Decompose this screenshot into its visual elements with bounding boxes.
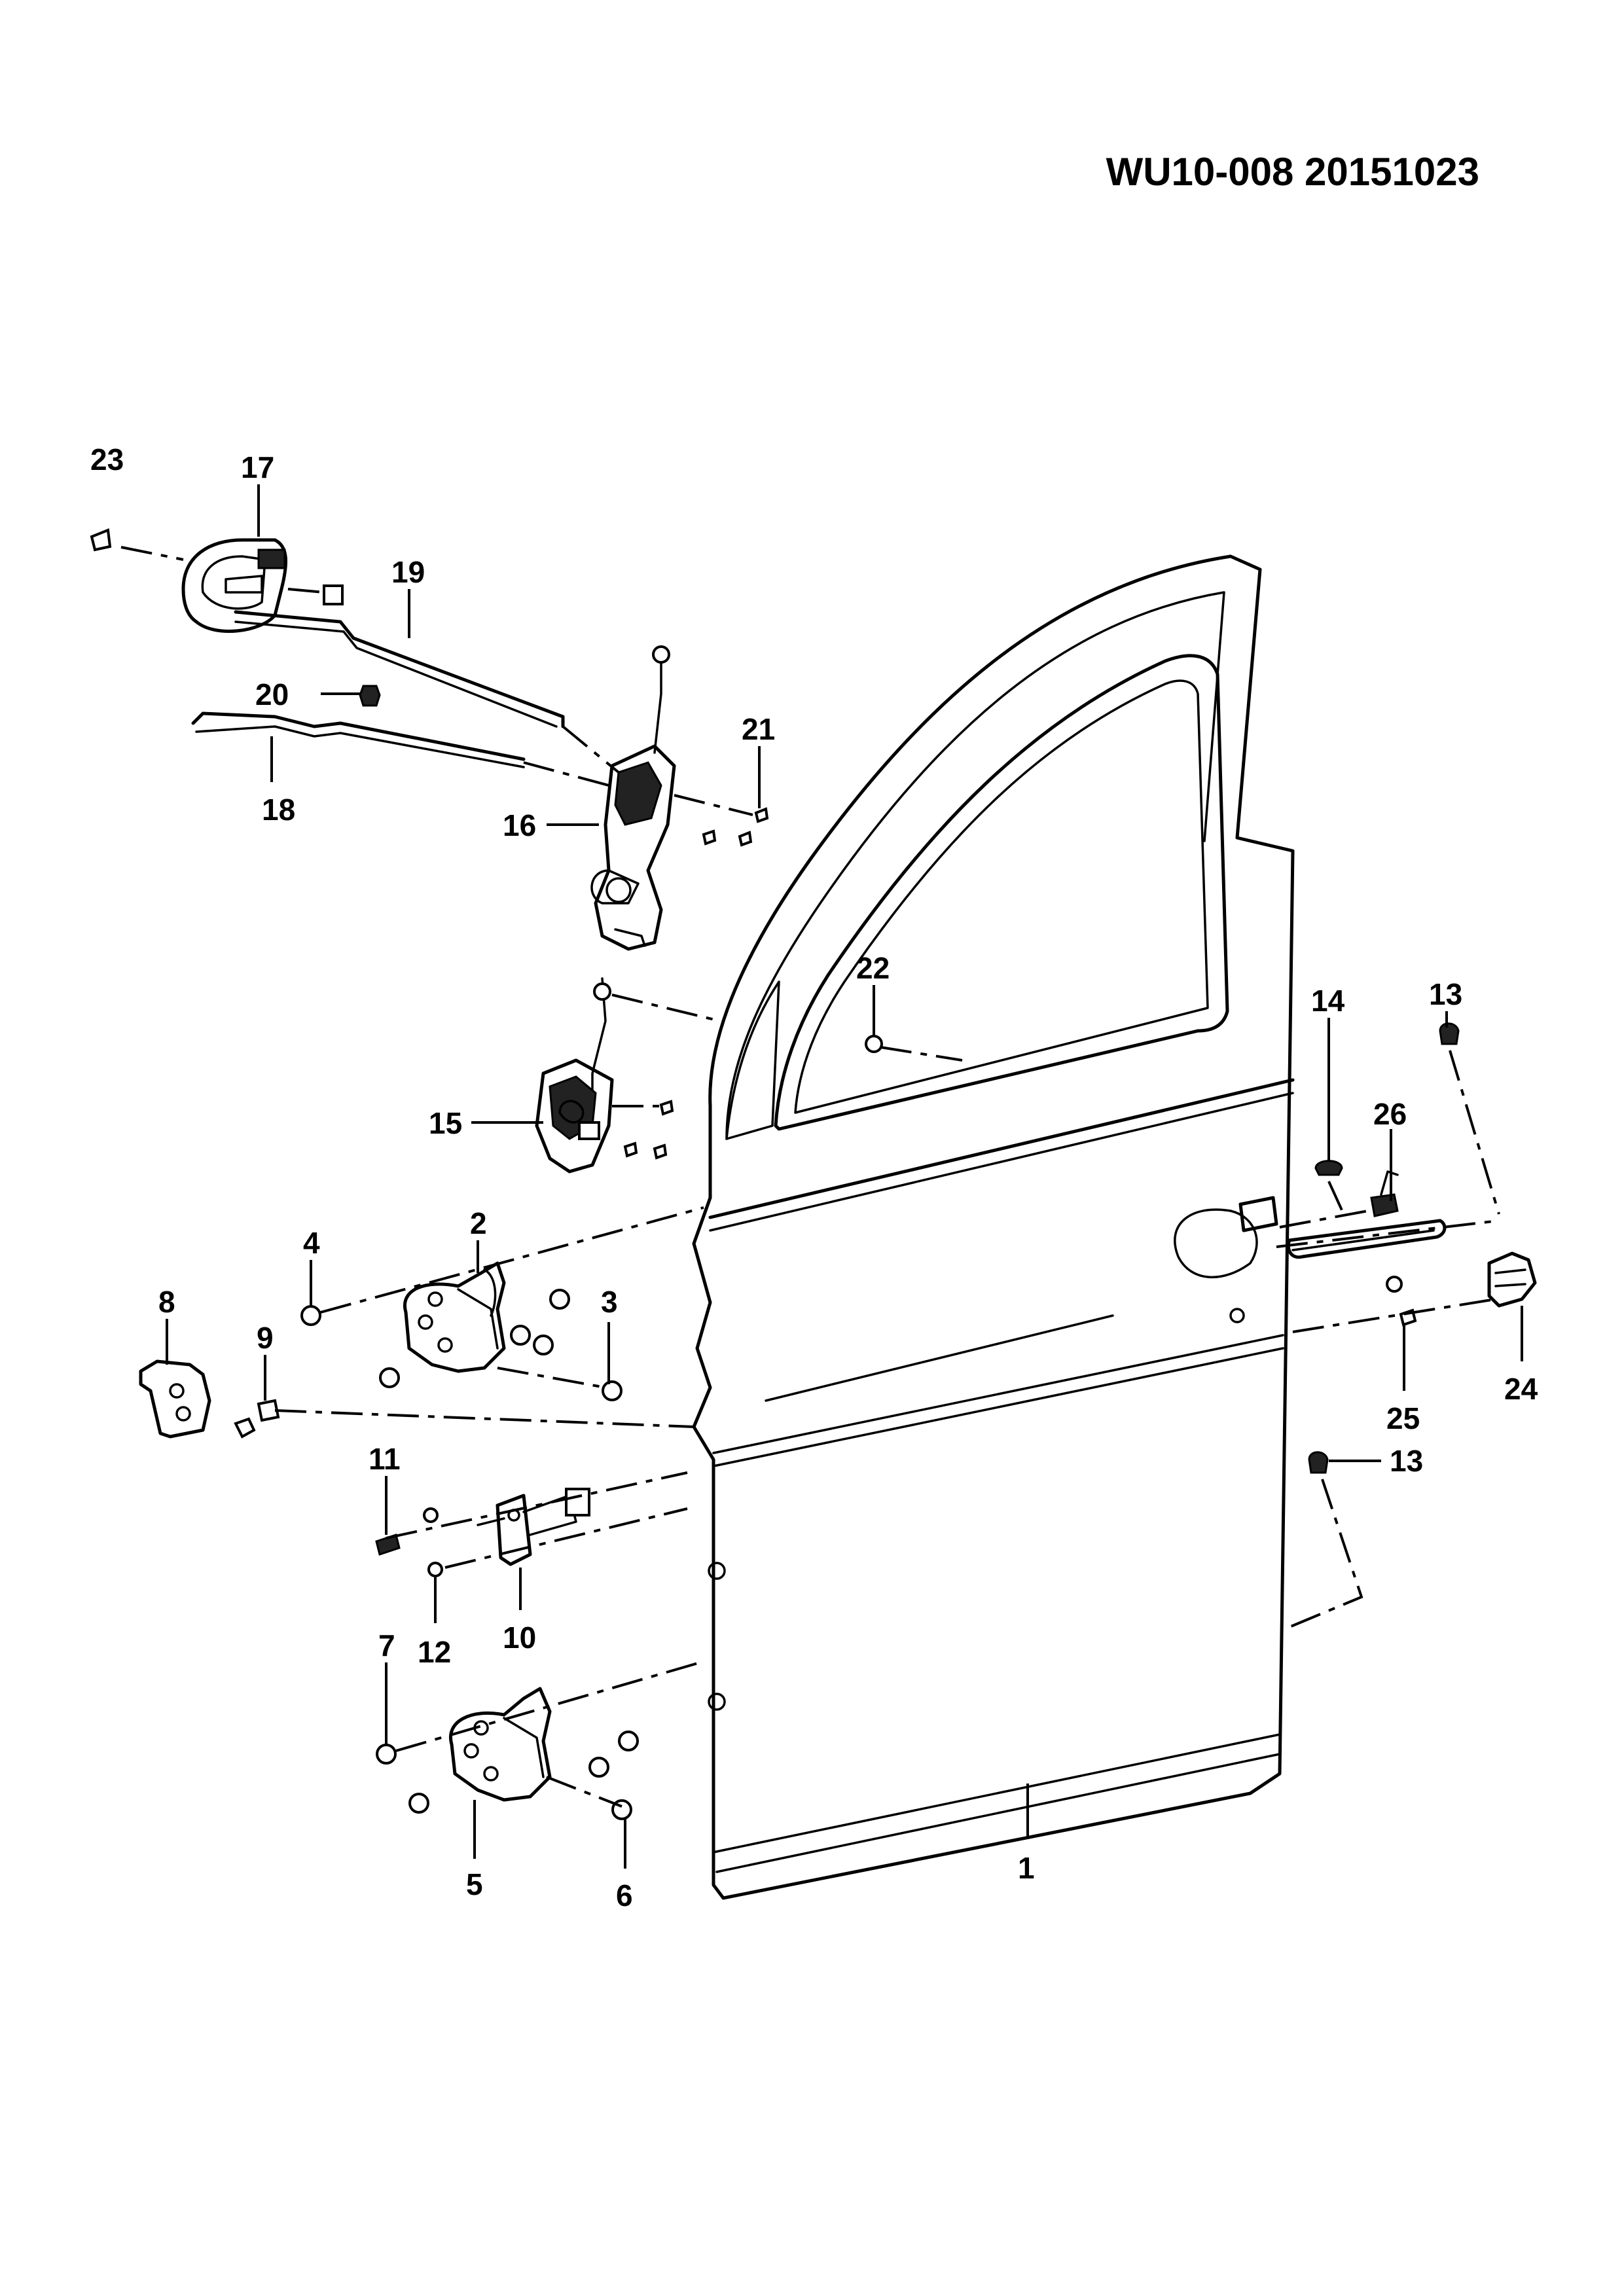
callout-13-upper: 13 <box>1429 977 1462 1011</box>
callout-14: 14 <box>1311 984 1345 1018</box>
door-check-10 <box>477 1488 590 1566</box>
leader-lines <box>166 484 1523 1869</box>
release-rod-18 <box>191 711 526 761</box>
callout-18: 18 <box>262 793 295 827</box>
latch-screw-b <box>623 1141 638 1158</box>
pin-9 <box>257 1399 280 1422</box>
bolt-11b <box>423 1507 439 1523</box>
callout-10: 10 <box>503 1621 536 1655</box>
screw-25a <box>1386 1276 1403 1293</box>
callout-24: 24 <box>1504 1372 1538 1406</box>
plug-13-upper <box>1439 1022 1460 1045</box>
callout-7: 7 <box>378 1628 395 1662</box>
callout-4: 4 <box>303 1226 320 1260</box>
callout-3: 3 <box>601 1285 618 1319</box>
bolt-3c <box>510 1325 531 1346</box>
bolt-6a <box>618 1731 639 1751</box>
door-latch-15 <box>535 977 614 1174</box>
callout-20: 20 <box>255 677 289 711</box>
door-latch-actuator-16 <box>590 645 676 951</box>
callout-23: 23 <box>90 442 124 476</box>
bolt-3a <box>549 1289 570 1310</box>
callout-8: 8 <box>158 1285 175 1319</box>
handle-base-24 <box>1487 1251 1537 1308</box>
lock-rod-19 <box>234 610 565 728</box>
rod-clip-20 <box>359 685 381 707</box>
hinge-bracket-8 <box>139 1359 211 1439</box>
bolt-7 <box>376 1744 397 1765</box>
handle-clip <box>323 584 344 605</box>
outside-handle-26 <box>1286 1170 1447 1259</box>
grommet-22 <box>865 1035 883 1053</box>
callout-2: 2 <box>470 1206 487 1240</box>
handle-bracket <box>1238 1196 1278 1232</box>
assembly-lines <box>120 546 1500 1808</box>
callout-11: 11 <box>369 1442 401 1476</box>
plug-13-lower <box>1308 1451 1329 1474</box>
bolt-6c <box>408 1793 429 1814</box>
callout-21: 21 <box>742 712 775 746</box>
screw-cap-23 <box>90 528 112 552</box>
callout-22: 22 <box>856 951 890 985</box>
lower-hinge-5 <box>449 1687 552 1802</box>
inside-handle <box>181 538 288 633</box>
callout-16: 16 <box>503 808 536 842</box>
callout-19: 19 <box>391 555 425 589</box>
callout-9: 9 <box>257 1321 274 1355</box>
latch-screw-c <box>653 1143 668 1160</box>
screw-21c <box>738 831 753 847</box>
latch-screw-a <box>659 1100 674 1116</box>
callout-26: 26 <box>1373 1097 1407 1131</box>
bolt-3e <box>602 1380 623 1401</box>
bolt-4 <box>300 1305 321 1326</box>
nut-8 <box>234 1417 256 1439</box>
callout-5: 5 <box>466 1867 483 1901</box>
document-id: WU10-008 20151023 <box>1106 150 1479 194</box>
bolt-3b <box>533 1335 554 1355</box>
bolt-12 <box>427 1562 443 1577</box>
callout-6: 6 <box>616 1878 633 1912</box>
callout-15: 15 <box>429 1106 462 1140</box>
bolt-6b <box>588 1757 609 1778</box>
callout-17: 17 <box>241 450 274 484</box>
screw-21b <box>702 829 717 846</box>
callout-25: 25 <box>1386 1401 1420 1435</box>
door-panel <box>692 554 1295 1900</box>
bolt-3d <box>379 1367 400 1388</box>
callout-1: 1 <box>1018 1851 1035 1885</box>
callout-12: 12 <box>418 1635 451 1669</box>
grommet-14 <box>1314 1160 1343 1176</box>
screw-21a <box>754 807 769 823</box>
callout-13-lower: 13 <box>1390 1444 1423 1478</box>
upper-hinge-2 <box>403 1261 506 1373</box>
